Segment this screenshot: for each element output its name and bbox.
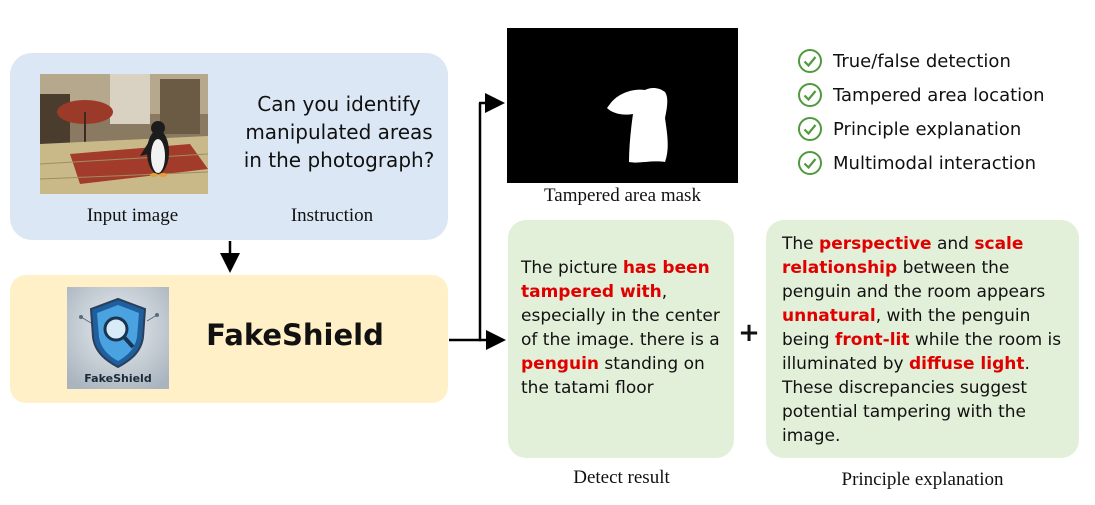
principle-explanation-card: The perspective and scale relationship b… [766, 220, 1079, 458]
plus-sign: + [738, 318, 760, 348]
capability-label: Multimodal interaction [833, 152, 1037, 174]
arrow-model-to-results [449, 103, 482, 342]
text-span: , especially in the center of the image.… [521, 282, 720, 350]
highlight-span: scale relationship [782, 234, 1024, 278]
highlight-span: has been tampered with [521, 258, 710, 302]
principle-explanation-text: The perspective and scale relationship b… [782, 232, 1072, 448]
capability-item: Multimodal interaction [797, 146, 1087, 180]
capability-list: True/false detection Tampered area locat… [797, 44, 1087, 180]
fakeshield-logo: FakeShield [67, 287, 169, 389]
model-name: FakeShield [206, 318, 384, 352]
tampered-area-mask [507, 28, 738, 183]
text-span: The picture [521, 258, 623, 278]
input-photo [40, 74, 208, 194]
text-span: standing on the tatami floor [521, 354, 705, 398]
highlight-span: diffuse light [909, 354, 1025, 374]
capability-item: True/false detection [797, 44, 1087, 78]
principle-explanation-caption: Principle explanation [841, 469, 1004, 490]
capability-label: Principle explanation [833, 118, 1022, 140]
check-circle-icon [798, 49, 822, 73]
check-circle-icon [798, 151, 822, 175]
detect-result-caption: Detect result [573, 467, 670, 488]
instruction-caption: Instruction [290, 205, 374, 226]
text-span: . These discrepancies suggest potential … [782, 354, 1030, 446]
detect-result-card: The picture has been tampered with, espe… [508, 220, 734, 458]
instruction-question: Can you identify manipulated areas in th… [243, 92, 435, 172]
logo-text: FakeShield [84, 372, 151, 385]
highlight-span: front-lit [834, 330, 910, 350]
text-span: and [931, 234, 975, 254]
check-circle-icon [798, 83, 822, 107]
text-span: , with the penguin being [782, 306, 1031, 350]
capability-item: Principle explanation [797, 112, 1087, 146]
detect-result-text: The picture has been tampered with, espe… [521, 256, 726, 400]
highlight-span: perspective [819, 234, 932, 254]
check-circle-icon [798, 117, 822, 141]
highlight-span: unnatural [782, 306, 876, 326]
capability-label: True/false detection [833, 50, 1011, 72]
text-span: while the room is illuminated by [782, 330, 1062, 374]
text-span: between the penguin and the room appears [782, 258, 1046, 302]
capability-label: Tampered area location [833, 84, 1045, 106]
capability-item: Tampered area location [797, 78, 1087, 112]
mask-caption: Tampered area mask [544, 185, 701, 206]
input-image-caption: Input image [86, 205, 179, 226]
text-span: The [782, 234, 820, 254]
highlight-span: penguin [521, 354, 600, 374]
